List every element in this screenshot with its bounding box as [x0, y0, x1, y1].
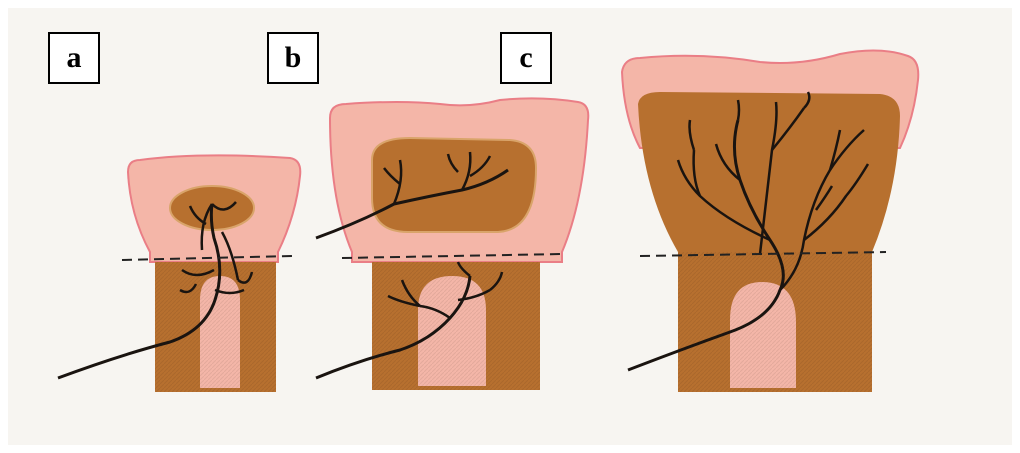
panel-label-c: c [500, 32, 552, 84]
panel-label-b: b [267, 32, 319, 84]
panel-b-ossification-center [372, 138, 536, 232]
panel-label-a: a [48, 32, 100, 84]
